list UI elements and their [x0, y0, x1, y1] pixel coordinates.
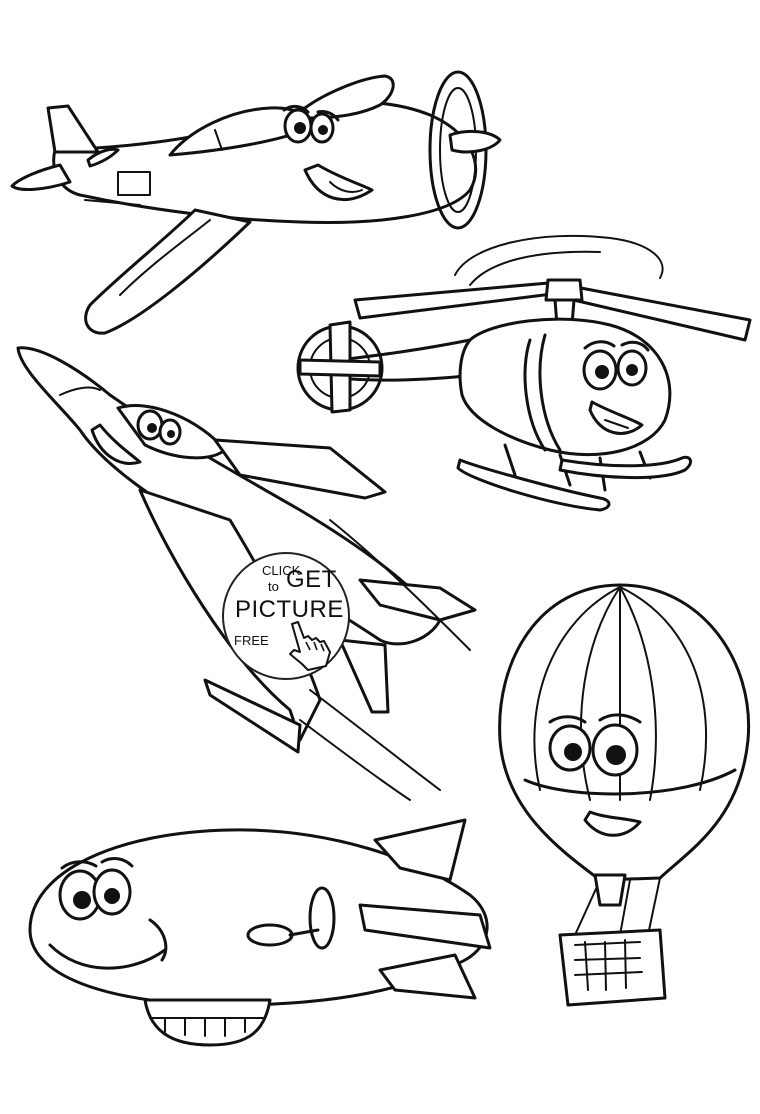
propeller-plane-drawing — [10, 70, 502, 335]
cta-free-label: FREE — [234, 633, 269, 648]
cta-get-label: GET — [286, 566, 337, 593]
pointing-hand-icon — [282, 620, 334, 677]
get-picture-button[interactable]: CLICK to GET PICTURE FREE — [222, 552, 350, 680]
cta-click-label: CLICK — [262, 563, 301, 578]
hot-air-balloon-drawing — [498, 583, 751, 1007]
blimp-drawing — [28, 818, 492, 1047]
cta-to-label: to — [268, 579, 279, 594]
cta-picture-label: PICTURE — [235, 596, 344, 623]
helicopter-drawing — [296, 234, 752, 512]
